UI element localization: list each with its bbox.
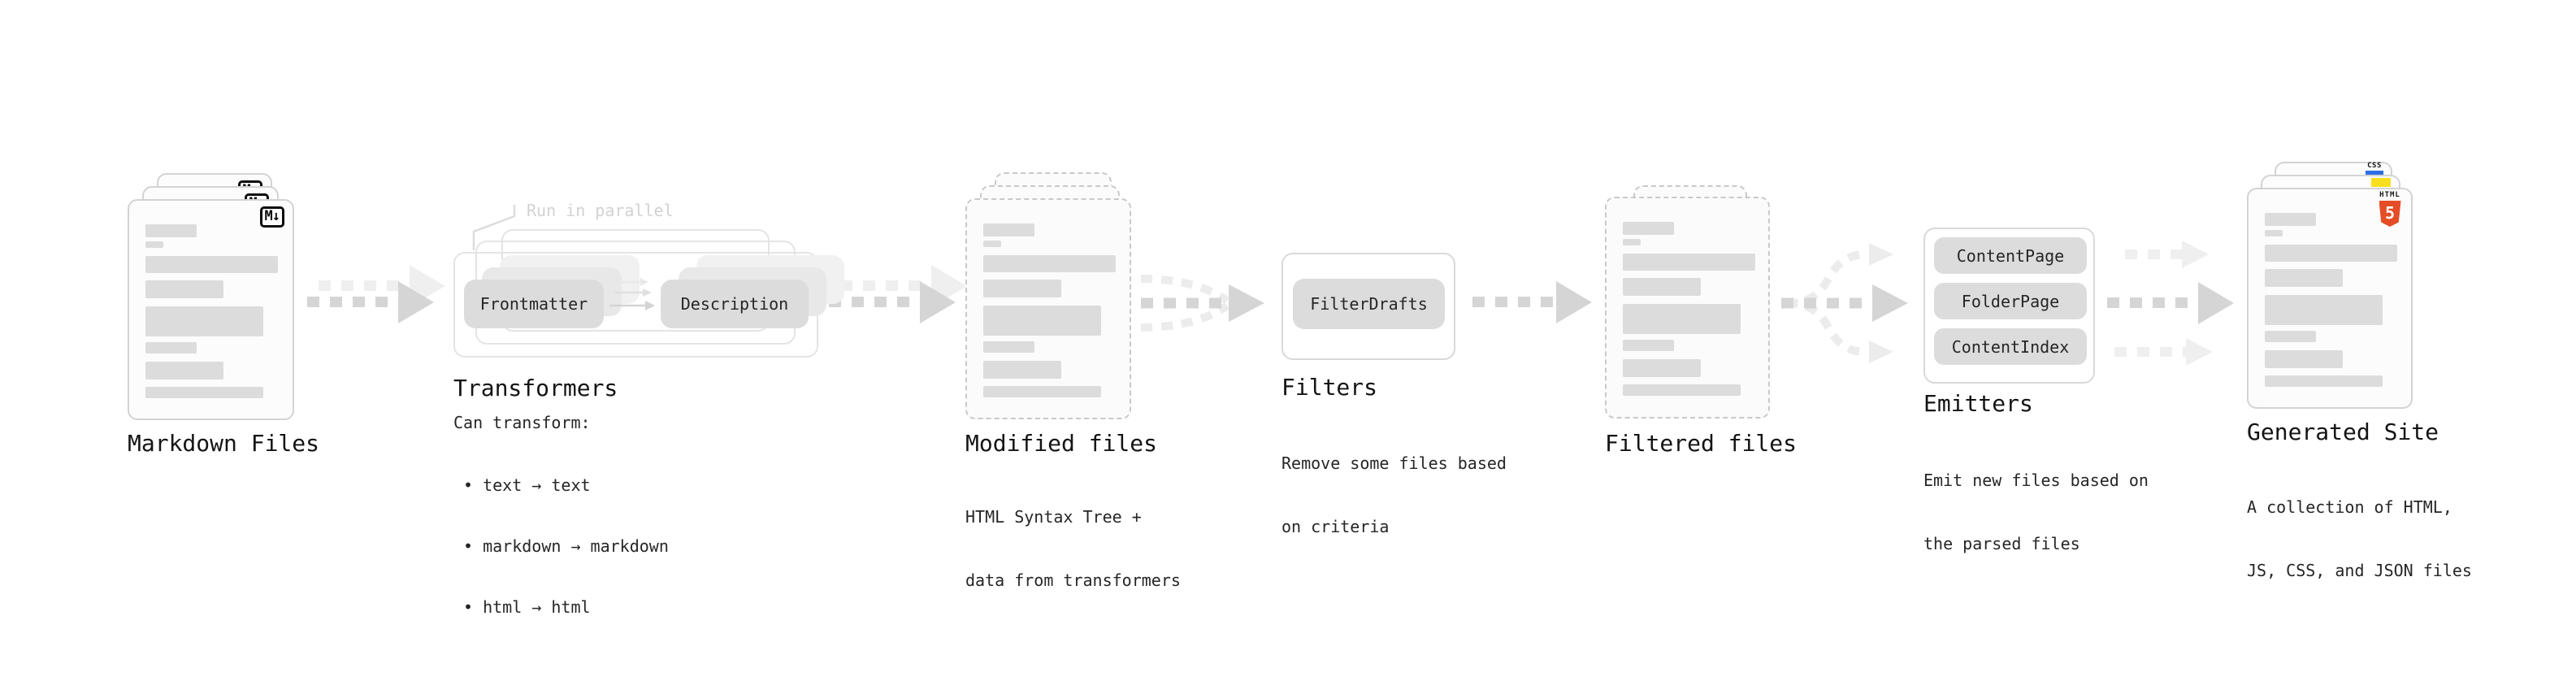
- modified-files-desc: HTML Syntax Tree + data from transformer…: [965, 464, 1181, 633]
- placeholder-bar: [1623, 278, 1701, 296]
- placeholder-bar: [983, 255, 1116, 272]
- file-card-front: [1605, 197, 1770, 419]
- contentindex-pill: ContentIndex: [1934, 328, 2087, 365]
- placeholder-bar: [1623, 340, 1674, 351]
- placeholder-bar: [145, 387, 263, 398]
- placeholder-bar: [145, 256, 278, 273]
- stage-label-transformers: Transformers: [453, 375, 618, 401]
- html5-word: HTML: [2379, 191, 2400, 199]
- transformers-bullet-list: • text → text • markdown → markdown • ht…: [463, 435, 669, 658]
- html5-number: 5: [2384, 202, 2396, 223]
- stage-label-emitters: Emitters: [1923, 390, 2033, 417]
- desc-line: HTML Syntax Tree +: [965, 507, 1142, 527]
- merge-arrow-icon: [1140, 275, 1264, 332]
- placeholder-bar: [145, 224, 197, 237]
- filterdrafts-pill: FilterDrafts: [1293, 279, 1445, 329]
- desc-line: Remove some files based: [1281, 453, 1507, 473]
- frontmatter-pill: Frontmatter: [464, 280, 604, 328]
- placeholder-bar: [2265, 230, 2283, 236]
- folderpage-pill: FolderPage: [1934, 283, 2087, 319]
- file-card-front: [2247, 188, 2413, 409]
- css-icon: CSS: [2363, 163, 2386, 175]
- javascript-icon: [2371, 178, 2391, 187]
- parallel-mini-arrows-icon: [609, 278, 655, 310]
- placeholder-bar: [983, 386, 1101, 397]
- placeholder-bar: [1623, 222, 1674, 235]
- css-badge-text: CSS: [2367, 162, 2382, 170]
- generated-site-desc: A collection of HTML, JS, CSS, and JSON …: [2247, 454, 2472, 623]
- bullet-item: • text → text: [463, 475, 591, 495]
- placeholder-bar: [2265, 331, 2316, 342]
- desc-line: on criteria: [1281, 517, 1390, 536]
- dashed-arrow-icon: [2114, 331, 2218, 373]
- placeholder-bar: [1623, 254, 1755, 271]
- placeholder-bar: [983, 241, 1001, 247]
- placeholder-bar: [2265, 245, 2397, 262]
- stage-label-markdown-files: Markdown Files: [128, 430, 320, 457]
- stage-label-filtered-files: Filtered files: [1605, 430, 1798, 457]
- desc-line: A collection of HTML,: [2247, 497, 2452, 517]
- placeholder-bar: [2265, 375, 2383, 387]
- placeholder-bar: [1623, 239, 1641, 245]
- html5-icon: HTML 5: [2378, 192, 2402, 227]
- file-card-front: M↓: [128, 199, 294, 420]
- filters-desc: Remove some files based on criteria: [1281, 410, 1507, 579]
- desc-line: JS, CSS, and JSON files: [2247, 561, 2472, 580]
- placeholder-bar: [2265, 295, 2383, 325]
- stage-label-filters: Filters: [1281, 374, 1378, 401]
- markdown-icon: M↓: [259, 206, 284, 228]
- file-card-front: [965, 198, 1131, 419]
- stage-label-generated-site: Generated Site: [2247, 419, 2439, 445]
- stage-label-modified-files: Modified files: [965, 430, 1158, 457]
- placeholder-bar: [1623, 304, 1741, 334]
- placeholder-bar: [983, 341, 1034, 353]
- transformers-desc-heading: Can transform:: [453, 413, 591, 432]
- placeholder-bar: [145, 306, 263, 336]
- placeholder-bar: [2265, 269, 2343, 287]
- run-in-parallel-label: Run in parallel: [527, 201, 674, 220]
- dashed-arrow-icon: [829, 281, 959, 323]
- placeholder-bar: [145, 342, 197, 354]
- placeholder-bar: [145, 280, 223, 298]
- flow-arrow-filters-to-filtered: [1472, 281, 1594, 323]
- dashed-arrow-icon: [2125, 233, 2214, 275]
- placeholder-bar: [983, 280, 1061, 297]
- description-pill: Description: [661, 280, 809, 328]
- css-badge-underline: [2366, 171, 2383, 175]
- emitters-desc: Emit new files based on the parsed files: [1923, 427, 2149, 596]
- placeholder-bar: [2265, 213, 2316, 226]
- placeholder-bar: [983, 223, 1034, 236]
- bullet-item: • markdown → markdown: [463, 536, 669, 556]
- desc-line: data from transformers: [965, 570, 1181, 590]
- contentpage-pill: ContentPage: [1934, 237, 2087, 274]
- placeholder-bar: [145, 241, 163, 248]
- callout-leader-line-icon: [472, 205, 516, 250]
- dashed-arrow-icon: [2107, 282, 2237, 324]
- placeholder-bar: [1623, 359, 1701, 377]
- placeholder-bar: [2265, 350, 2343, 368]
- placeholder-bar: [983, 306, 1101, 336]
- bullet-item: • html → html: [463, 597, 591, 617]
- placeholder-bar: [145, 362, 223, 380]
- desc-line: the parsed files: [1923, 534, 2080, 553]
- placeholder-bar: [983, 361, 1061, 379]
- placeholder-bar: [1623, 384, 1741, 396]
- split-arrow-icon: [1781, 243, 1908, 363]
- desc-line: Emit new files based on: [1923, 471, 2149, 490]
- dashed-arrow-icon: [307, 281, 437, 323]
- html5-shield: 5: [2379, 201, 2401, 227]
